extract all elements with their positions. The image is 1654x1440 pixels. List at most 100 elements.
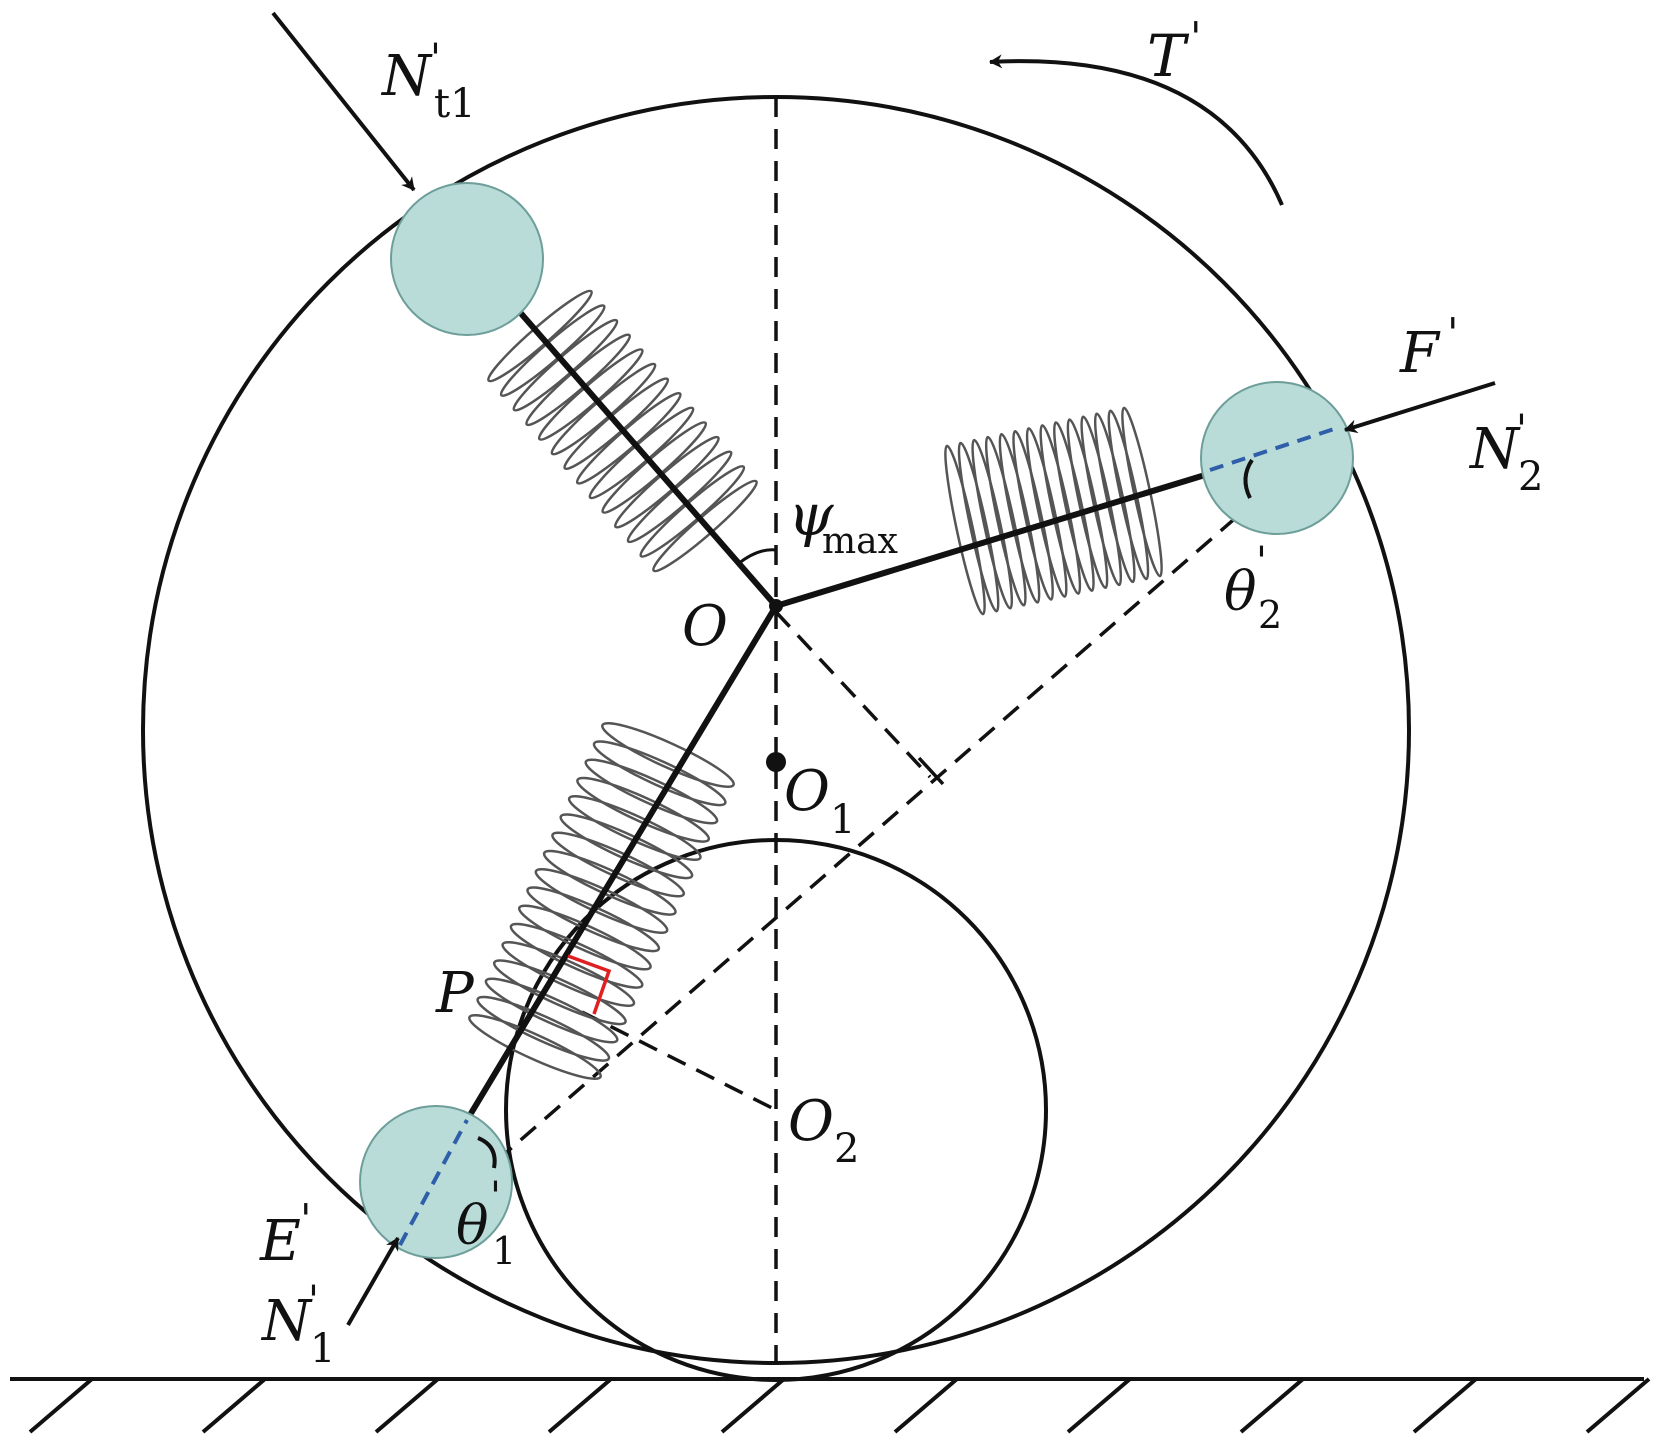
outer-wheel-circle xyxy=(141,95,1411,1365)
label-theta1-sub: 1 xyxy=(492,1229,516,1273)
label-o2-main: O xyxy=(788,1089,834,1154)
right-spring xyxy=(944,406,1163,616)
spring-coil xyxy=(526,886,661,953)
spring-coil xyxy=(576,776,711,843)
theta1-arc xyxy=(477,1136,497,1169)
spring-coil xyxy=(501,940,636,1008)
label-n1: N ' 1 xyxy=(260,1278,335,1372)
ground-hatch-line xyxy=(720,1377,786,1434)
label-f-prime: ' xyxy=(1447,309,1459,358)
label-psi-main: ψ xyxy=(788,481,834,549)
perpendicular-tick xyxy=(917,756,945,786)
ground-hatch-line xyxy=(1412,1377,1478,1434)
label-o1-sub: 1 xyxy=(830,797,855,843)
theta2-arc xyxy=(1243,458,1254,499)
spring-coil xyxy=(584,758,719,825)
label-psi-max: ψ max xyxy=(788,481,898,562)
label-n2-main: N xyxy=(1468,417,1521,482)
ground-hatch-line xyxy=(1239,1377,1305,1434)
force-arrow-e-n1 xyxy=(346,1237,400,1326)
roller-right xyxy=(1200,381,1354,535)
label-nt1-sub: t1 xyxy=(434,81,476,127)
label-theta2-prime: ' xyxy=(1256,539,1267,585)
label-p-main: P xyxy=(435,961,475,1026)
label-n1-sub: 1 xyxy=(310,1326,335,1372)
force-arrow-f-n2 xyxy=(1344,381,1496,434)
label-t: T ' xyxy=(1147,13,1202,90)
right-angle-mark xyxy=(567,954,612,1015)
label-n2-prime: ' xyxy=(1516,407,1527,453)
dashed-perpendicular-o xyxy=(774,610,932,779)
spring-coil xyxy=(971,438,1014,610)
spring-coil xyxy=(601,721,735,789)
dashed-p-to-o2 xyxy=(581,1010,777,1112)
ground-hatch-line xyxy=(893,1377,959,1434)
spring-coil xyxy=(1039,424,1082,595)
ground-hatching xyxy=(28,1377,1651,1434)
ground-hatch-line xyxy=(28,1377,94,1434)
spring-coil xyxy=(592,740,727,807)
psi-max-arc xyxy=(737,548,777,566)
ground-hatch-line xyxy=(201,1377,267,1434)
spring-coil xyxy=(517,904,652,971)
spring-coil xyxy=(484,977,619,1044)
blue-dash-left-roller xyxy=(398,1119,469,1246)
spring-coil xyxy=(509,922,644,989)
ground xyxy=(10,1377,1651,1434)
ground-hatch-line xyxy=(1066,1377,1132,1434)
label-o1-main: O xyxy=(784,759,830,824)
point-o1 xyxy=(766,752,786,772)
spring-coil xyxy=(1025,427,1068,598)
spring-coil xyxy=(559,813,694,880)
label-f-main: F xyxy=(1399,321,1441,386)
label-n1-main: N xyxy=(260,1289,313,1354)
label-theta1-prime: ' xyxy=(490,1174,501,1220)
right-spring-rod xyxy=(775,472,1206,609)
label-o2-sub: 2 xyxy=(834,1126,859,1172)
spring-coil xyxy=(957,441,1000,613)
dashed-line-e-to-f xyxy=(398,425,1342,1247)
spring-coil xyxy=(476,995,611,1062)
spring-coil xyxy=(468,1013,602,1081)
point-o xyxy=(769,599,783,613)
label-e: E ' xyxy=(259,1195,312,1274)
label-t-prime: ' xyxy=(1190,13,1202,62)
label-n2-sub: 2 xyxy=(1518,454,1543,500)
label-theta2: θ ' 2 xyxy=(1224,539,1282,637)
label-psi-sub: max xyxy=(822,521,898,562)
label-n2: N ' 2 xyxy=(1468,407,1543,500)
label-o: O xyxy=(682,594,728,659)
springs xyxy=(468,289,1163,1081)
spring-coil xyxy=(492,959,627,1026)
spring-coil xyxy=(567,794,702,862)
label-nt1: N ' t1 xyxy=(380,36,476,127)
spring-coil xyxy=(1080,415,1123,587)
label-n1-prime: ' xyxy=(308,1278,319,1324)
label-theta2-main: θ xyxy=(1224,560,1257,623)
spring-coil xyxy=(1052,421,1095,592)
label-nt1-main: N xyxy=(380,44,433,109)
force-arrow-nt1 xyxy=(271,11,416,192)
upper-spring-rod xyxy=(515,308,779,608)
label-e-prime: ' xyxy=(300,1195,312,1244)
ground-hatch-line xyxy=(547,1377,613,1434)
spring-coil xyxy=(944,444,986,616)
torque-arrow xyxy=(989,54,1284,206)
label-t-main: T xyxy=(1147,22,1190,90)
label-o1: O 1 xyxy=(784,759,855,843)
spring-coil xyxy=(1093,412,1136,584)
roller-top-left xyxy=(390,182,544,336)
spring-coil xyxy=(1012,430,1055,601)
spring-coil xyxy=(998,432,1041,604)
label-theta1: θ ' 1 xyxy=(456,1174,516,1273)
label-o-main: O xyxy=(682,594,728,659)
label-e-main: E xyxy=(259,1209,301,1274)
ground-hatch-line xyxy=(1585,1377,1651,1434)
label-nt1-prime: ' xyxy=(430,36,441,82)
ground-hatch-line xyxy=(374,1377,440,1434)
label-p: P xyxy=(435,961,475,1026)
label-theta2-sub: 2 xyxy=(1258,593,1282,637)
spring-coil xyxy=(1066,418,1109,590)
